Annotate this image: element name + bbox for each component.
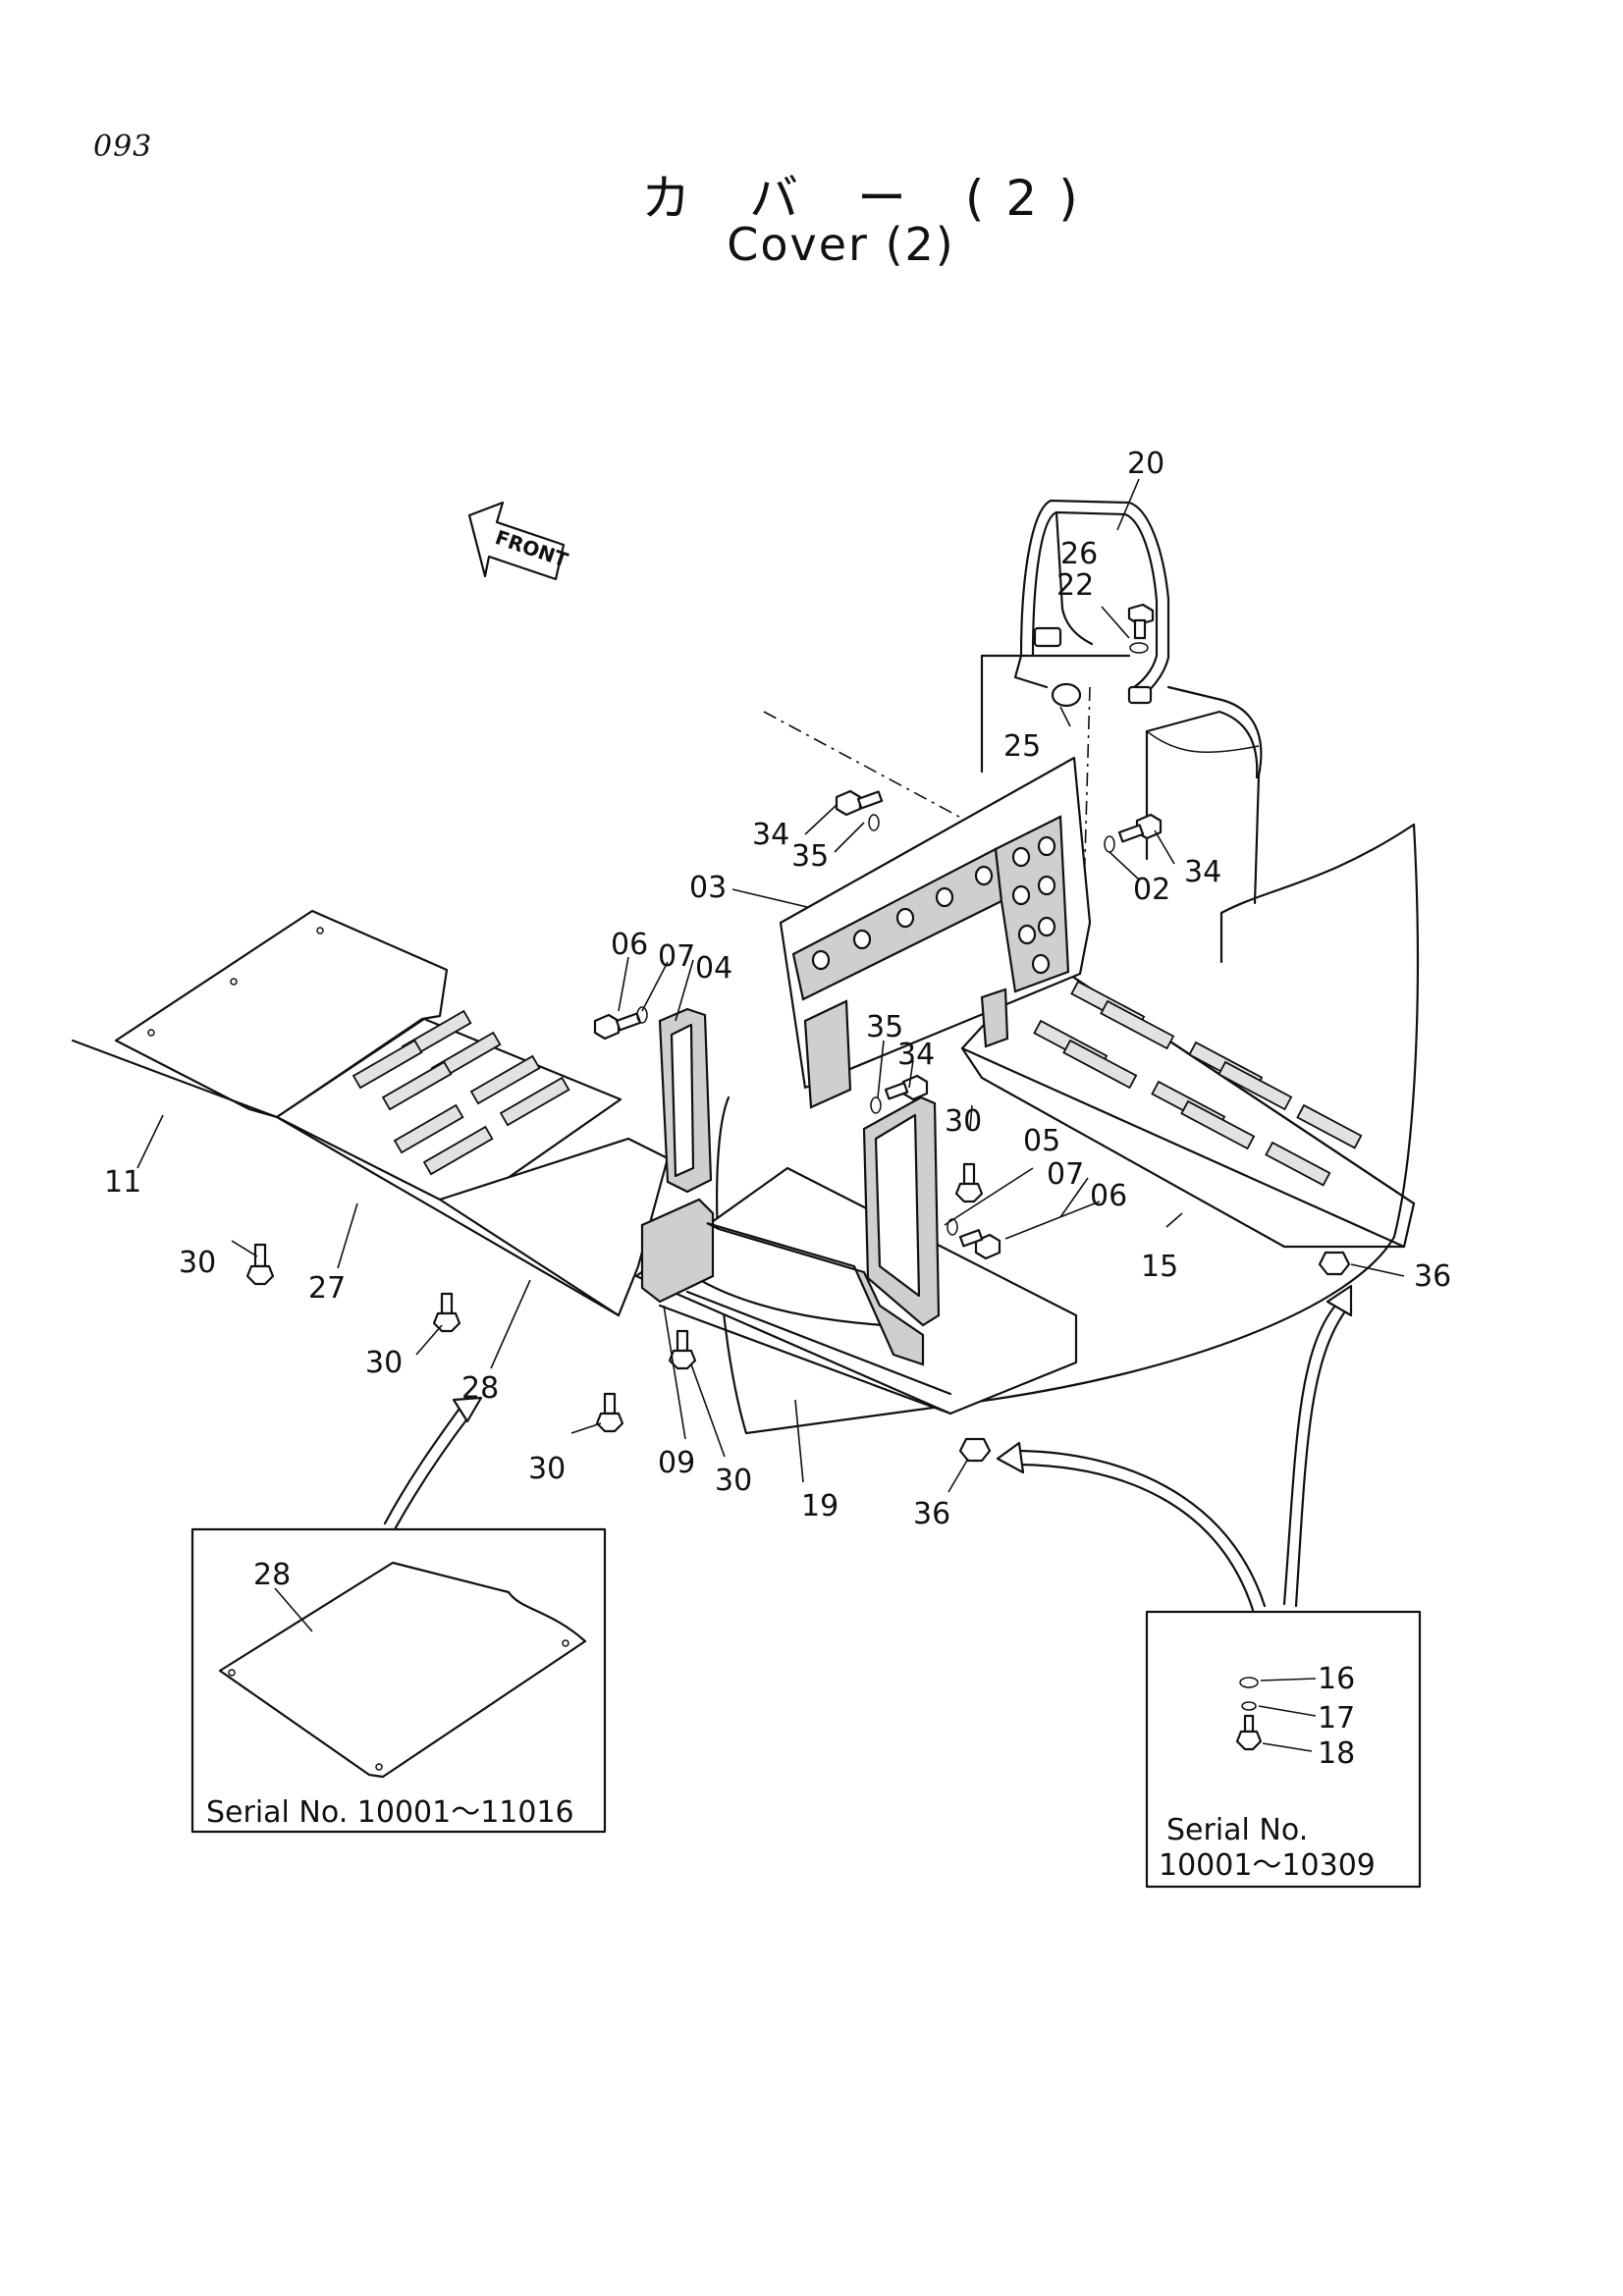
bolt-icon [954, 1162, 984, 1203]
part-label: 30 [179, 1246, 216, 1280]
page-number: 093 [93, 130, 153, 164]
floor-plate-part-11 [71, 909, 449, 1119]
part-label: 15 [1141, 1250, 1178, 1284]
part-label: 25 [1003, 729, 1041, 764]
part-label: 30 [365, 1346, 403, 1380]
part-label: 11 [104, 1165, 141, 1200]
inset-part-label: 28 [253, 1558, 291, 1592]
serial-range: Serial No. 10001～11016 [206, 1795, 574, 1830]
bolt-icon [593, 1006, 648, 1041]
inset-part-label: 16 [1318, 1662, 1355, 1696]
bolt-icon [947, 1218, 1001, 1260]
floor-plate-part-27 [275, 1009, 622, 1205]
bolt-icon [668, 1329, 697, 1370]
seal-part-05 [706, 1095, 941, 1366]
bolt-icon [432, 1292, 461, 1333]
callout-arrow-icon [996, 1284, 1353, 1612]
panel-part-03 [779, 756, 1092, 1109]
part-label: 22 [1056, 568, 1094, 603]
bolt-icon [870, 1074, 929, 1114]
handrail-part-20 [1013, 499, 1170, 705]
bolt-icon [1104, 813, 1163, 853]
part-label: 02 [1133, 873, 1170, 907]
part-label: 05 [1023, 1124, 1060, 1158]
part-label: 07 [658, 939, 695, 974]
part-label: 04 [695, 951, 732, 986]
nut-icon [958, 1437, 992, 1463]
part-label: 20 [1127, 447, 1164, 481]
part-label: 34 [897, 1038, 935, 1072]
part-label: 35 [866, 1010, 903, 1044]
part-label: 07 [1047, 1157, 1084, 1192]
serial-range: 10001～10309 [1159, 1848, 1376, 1883]
part-label: 06 [1090, 1179, 1127, 1213]
seal-part-04 [658, 1007, 713, 1194]
center-line [763, 711, 971, 824]
bolt-icon [835, 789, 884, 831]
bolt-icon [245, 1243, 275, 1286]
floor-grille [1033, 980, 1363, 1187]
front-arrow-icon: FRONT [467, 501, 571, 581]
cap-part-25 [1051, 682, 1082, 708]
title-japanese: カ バ ー (2) [641, 170, 1100, 227]
part-label: 34 [1184, 855, 1221, 889]
title-english: Cover (2) [727, 218, 955, 271]
part-label: 35 [791, 839, 829, 874]
part-label: 27 [308, 1271, 346, 1306]
part-label: 34 [752, 818, 789, 852]
panel-holes [811, 835, 1056, 975]
serial-label: Serial No. [1166, 1813, 1308, 1847]
rear-cover-box [980, 654, 1416, 964]
part-label: 30 [528, 1452, 566, 1486]
bolt-icon [1127, 603, 1155, 654]
part-label: 06 [611, 928, 648, 962]
base-frame-part-19 [634, 1166, 1078, 1415]
leader-lines [136, 478, 1405, 1493]
bolt-icon [595, 1392, 624, 1433]
floor-plate-part-28 [275, 1115, 670, 1317]
inset-serial-10001-11016: 28 Serial No. 10001～11016 [190, 1527, 607, 1834]
floor-plate-part-15 [960, 956, 1416, 1249]
part-label: 30 [945, 1104, 982, 1139]
part-label: 36 [1414, 1259, 1451, 1294]
part-label: 03 [689, 871, 727, 905]
part-label: 36 [913, 1497, 950, 1531]
part-label: 09 [658, 1446, 695, 1480]
part-label: 30 [715, 1464, 752, 1498]
part-label: 26 [1060, 537, 1098, 571]
inset-part-label: 17 [1318, 1701, 1355, 1735]
inset-serial-10001-10309: 16 17 18 Serial No. 10001～10309 [1145, 1610, 1422, 1889]
nut-icon [1318, 1251, 1351, 1276]
callout-arrow-icon [383, 1396, 483, 1531]
inset-part-label: 18 [1318, 1736, 1355, 1771]
part-label: 19 [801, 1489, 839, 1523]
foam-block-part-09 [640, 1198, 715, 1304]
